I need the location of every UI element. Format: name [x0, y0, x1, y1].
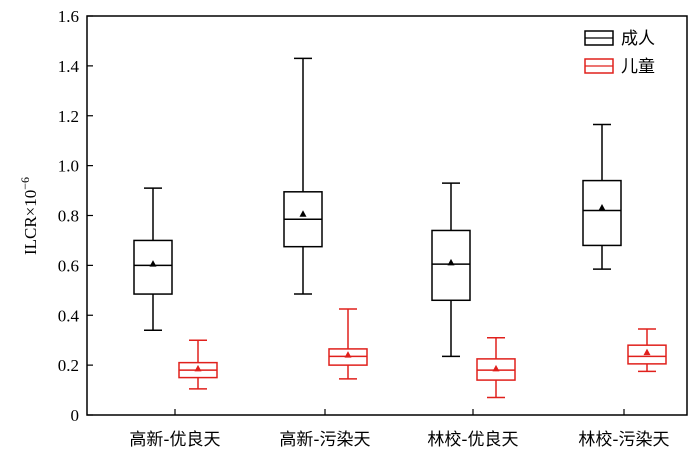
box-0-3 — [582, 123, 622, 270]
x-tick-label: 高新-污染天 — [279, 430, 370, 450]
iqr-box — [133, 239, 173, 295]
mean-marker — [299, 210, 307, 217]
plot-area — [133, 57, 667, 399]
box-1-3 — [627, 328, 667, 373]
legend-label-1: 儿童 — [621, 57, 655, 77]
y-tick-label: 1.0 — [58, 157, 79, 176]
y-tick-label: 0.2 — [58, 356, 79, 375]
y-tick-label: 0.8 — [58, 207, 79, 226]
mean-marker — [344, 351, 352, 358]
x-tick-label: 林校-污染天 — [578, 430, 669, 450]
x-tick-label: 林校-优良天 — [427, 430, 518, 450]
y-tick-label: 1.4 — [58, 57, 80, 76]
legend-label-0: 成人 — [621, 29, 655, 49]
mean-marker — [447, 258, 455, 266]
y-tick-label: 1.6 — [58, 7, 79, 26]
y-tick-label: 0.6 — [58, 256, 79, 275]
mean-marker — [149, 260, 157, 267]
y-tick-label: 1.2 — [58, 107, 79, 126]
y-axis-title: ILCR×10−6 — [18, 177, 40, 255]
axes: 0 0.2 0.4 0.6 0.8 1.0 1.2 1.4 1.6 高新-优良天 高新-污染天 林校-… — [58, 7, 688, 450]
y-tick-label: 0 — [71, 406, 80, 425]
mean-marker — [492, 364, 500, 372]
x-tick-label: 高新-优良天 — [129, 430, 220, 450]
y-tick-label: 0.4 — [58, 306, 80, 325]
box-1-1 — [328, 308, 368, 380]
mean-marker — [598, 204, 606, 211]
box-0-2 — [431, 182, 471, 358]
mean-marker — [194, 364, 202, 372]
mean-marker — [643, 348, 651, 356]
iqr-box — [582, 179, 622, 247]
box-1-0 — [178, 339, 218, 390]
box-0-1 — [283, 57, 323, 295]
box-1-2 — [476, 336, 516, 399]
box-0-0 — [133, 187, 173, 331]
